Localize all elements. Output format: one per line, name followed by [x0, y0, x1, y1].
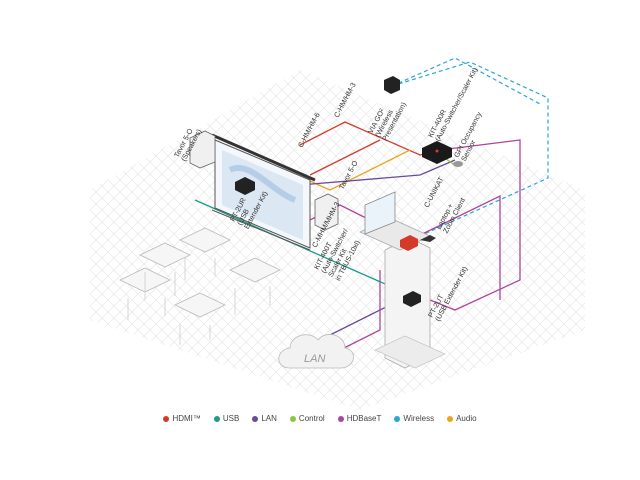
- lan-cloud: LAN: [278, 334, 354, 369]
- legend-item-hdbaset: HDBaseT: [337, 414, 382, 423]
- legend: HDMI™ USB LAN Control HDBaseT Wireless A…: [0, 414, 640, 423]
- speaker-right: [314, 193, 339, 231]
- lectern: [359, 191, 446, 369]
- legend-label: Control: [298, 414, 325, 423]
- camera-device: [420, 235, 436, 242]
- kit-400t-device: [400, 235, 418, 251]
- legend-dot: [394, 415, 401, 422]
- legend-item-control: Control: [289, 414, 325, 423]
- hdmi-cable: [309, 139, 381, 176]
- legend-dot: [289, 415, 296, 422]
- gpi-sensor-device: [453, 161, 463, 167]
- lan-cloud-label: LAN: [304, 353, 325, 365]
- legend-item-usb: USB: [213, 414, 240, 423]
- kit-400r-device: [422, 141, 452, 164]
- legend-dot: [163, 415, 170, 422]
- legend-dot: [337, 415, 344, 422]
- hdbaset-cable: [409, 139, 521, 311]
- legend-label: LAN: [261, 414, 277, 423]
- legend-label: HDMI™: [172, 414, 201, 423]
- usb-cable: [194, 199, 411, 296]
- projection-screen: [211, 133, 316, 251]
- legend-dot: [213, 415, 220, 422]
- pt-2ur-device: [235, 177, 255, 195]
- legend-label: Audio: [456, 414, 477, 423]
- hdbaset-cable: [409, 194, 501, 300]
- legend-item-wireless: Wireless: [394, 414, 434, 423]
- hdbaset-cable: [339, 270, 381, 351]
- laptop: [364, 191, 396, 235]
- legend-item-lan: LAN: [252, 414, 277, 423]
- legend-item-audio: Audio: [447, 414, 477, 423]
- legend-dot: [447, 415, 454, 422]
- legend-label: HDBaseT: [346, 414, 382, 423]
- legend-item-hdmi: HDMI™: [163, 414, 201, 423]
- via-go-device: [384, 76, 400, 94]
- furniture: [119, 227, 281, 345]
- lan-cable: [299, 159, 456, 186]
- wireless-links: [391, 57, 549, 237]
- pt-2ut-device: [403, 291, 421, 307]
- legend-label: USB: [222, 414, 240, 423]
- speaker-left: [189, 130, 216, 169]
- legend-label: Wireless: [403, 414, 435, 423]
- legend-dot: [252, 415, 259, 422]
